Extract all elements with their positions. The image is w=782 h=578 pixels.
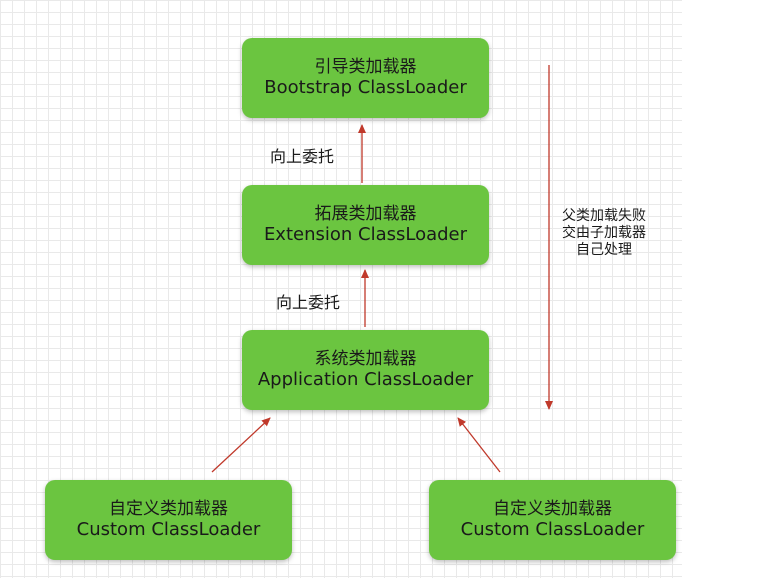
- arrow-custom-left-to-application: [211, 417, 271, 473]
- node-custom-left-cn: 自定义类加载器: [109, 499, 228, 519]
- node-custom-classloader-right: 自定义类加载器 Custom ClassLoader: [429, 480, 676, 560]
- node-bootstrap-cn: 引导类加载器: [314, 57, 417, 77]
- arrow-custom-right-to-application: [457, 417, 501, 473]
- side-note: 父类加载失败 交由子加载器 自己处理: [552, 208, 656, 259]
- node-custom-right-cn: 自定义类加载器: [493, 499, 612, 519]
- node-bootstrap-en: Bootstrap ClassLoader: [264, 77, 467, 98]
- node-application-classloader: 系统类加载器 Application ClassLoader: [242, 330, 489, 410]
- node-extension-classloader: 拓展类加载器 Extension ClassLoader: [242, 185, 489, 265]
- side-note-line-3: 自己处理: [576, 242, 632, 258]
- side-note-line-2: 交由子加载器: [562, 225, 646, 241]
- edge-label-app-to-ext: 向上委托: [276, 293, 341, 312]
- canvas-margin: [682, 0, 782, 578]
- node-custom-left-en: Custom ClassLoader: [76, 519, 261, 540]
- node-application-cn: 系统类加载器: [314, 349, 417, 369]
- node-application-en: Application ClassLoader: [257, 369, 474, 390]
- node-bootstrap-classloader: 引导类加载器 Bootstrap ClassLoader: [242, 38, 489, 118]
- edge-label-ext-to-boot: 向上委托: [270, 147, 335, 166]
- node-custom-classloader-left: 自定义类加载器 Custom ClassLoader: [45, 480, 292, 560]
- node-custom-right-en: Custom ClassLoader: [460, 519, 645, 540]
- node-extension-en: Extension ClassLoader: [263, 224, 468, 245]
- side-note-line-1: 父类加载失败: [562, 208, 646, 224]
- node-extension-cn: 拓展类加载器: [314, 204, 417, 224]
